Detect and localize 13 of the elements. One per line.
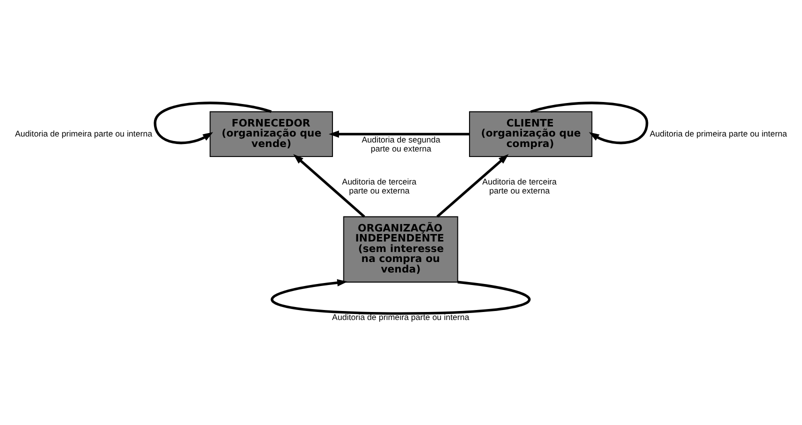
node-box: CLIENTE (organização que compra) [469,111,592,158]
arrow [293,154,366,218]
node-box: ORGANIZAÇÃO INDEPENDENTE (sem interesse na compra ou venda) [343,216,458,283]
node-box: FORNECEDOR (organização que vende) [210,111,333,158]
edge-label: Auditoria de terceira parte ou externa [482,176,557,196]
arrow [436,154,509,218]
arrow [271,279,530,315]
arrow [328,130,470,138]
edge-label: Auditoria de segunda parte ou externa [362,134,440,154]
edge-label: Auditoria de primeira parte ou interna [650,128,787,138]
edge-label: Auditoria de terceira parte ou externa [342,176,416,196]
edge-label: Auditoria de primeira parte ou interna [15,128,152,138]
edge-label: Auditoria de primeira parte ou interna [332,312,470,322]
